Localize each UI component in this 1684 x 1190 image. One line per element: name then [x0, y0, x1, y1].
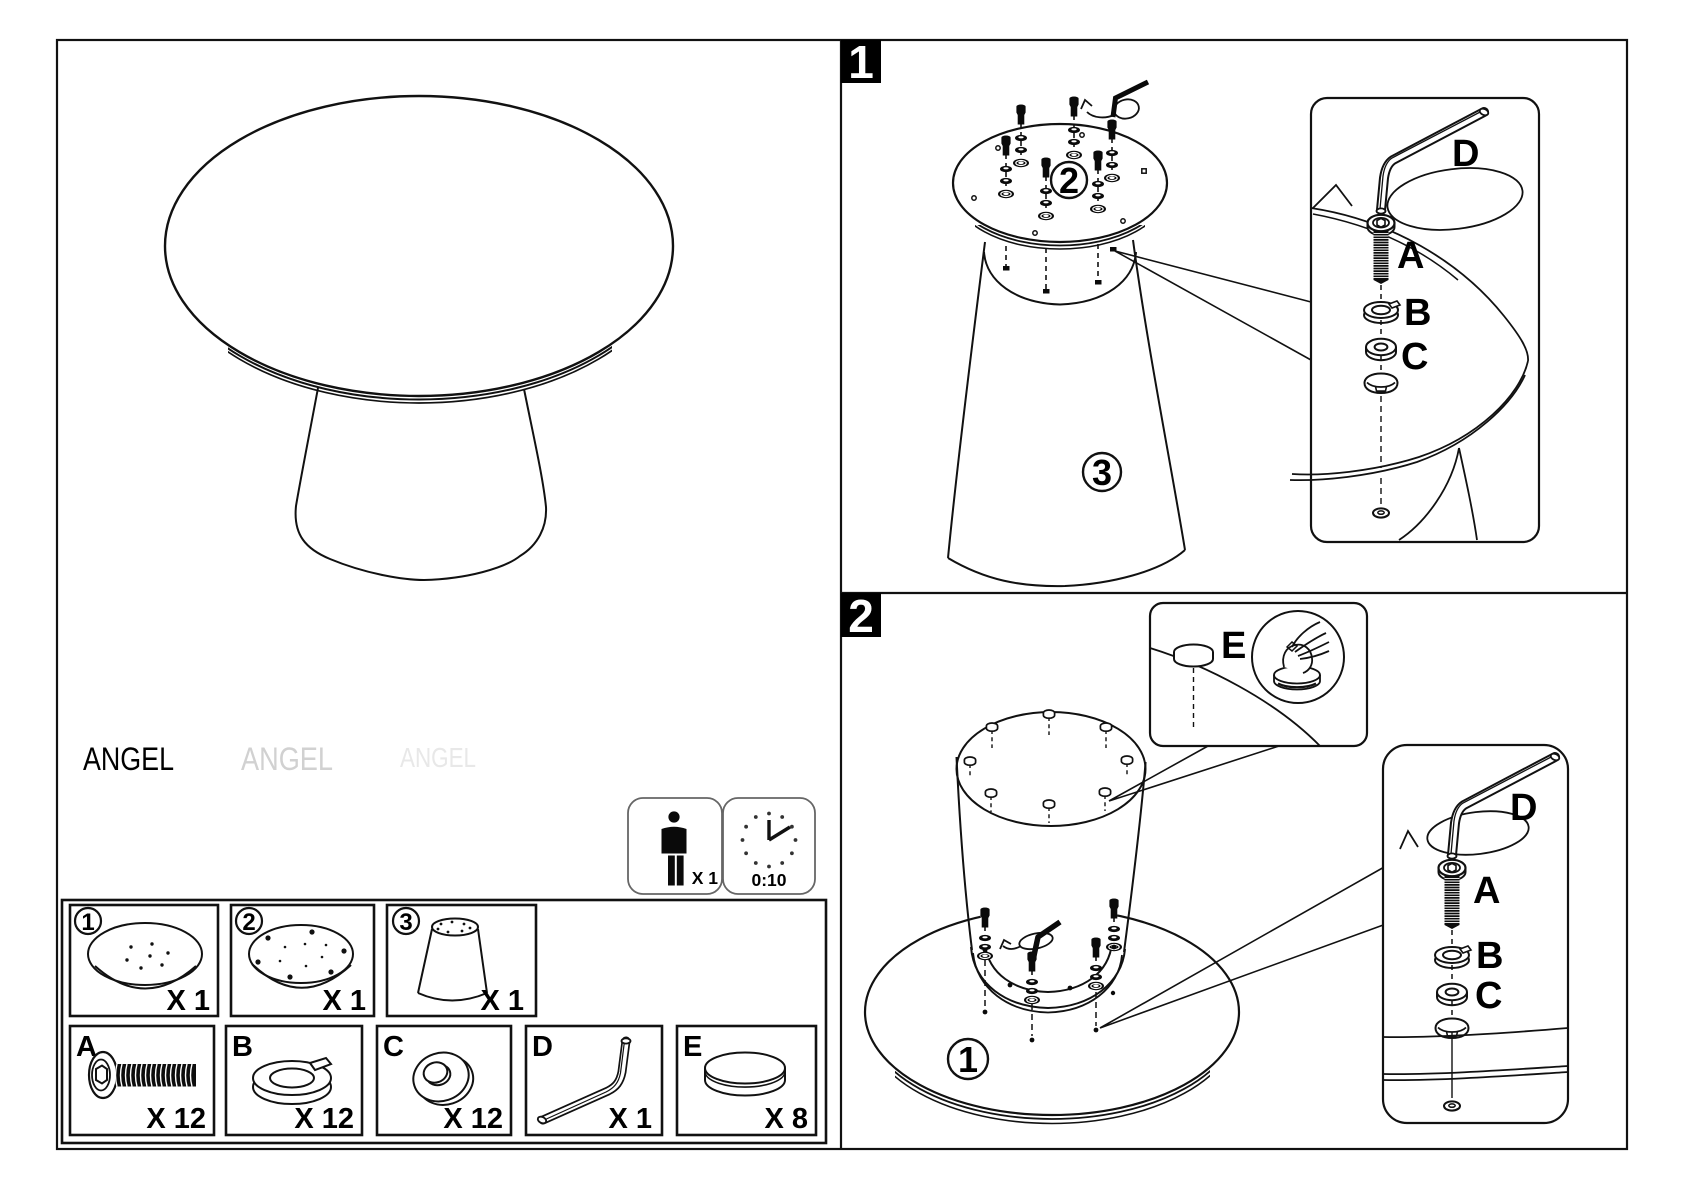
- svg-text:X 8: X 8: [764, 1103, 808, 1135]
- svg-text:X 1: X 1: [608, 1103, 652, 1135]
- svg-text:D: D: [1452, 133, 1479, 175]
- svg-text:2: 2: [848, 590, 874, 642]
- svg-text:C: C: [1475, 975, 1502, 1017]
- svg-text:X 1: X 1: [692, 868, 719, 888]
- svg-text:3: 3: [1092, 452, 1112, 493]
- svg-text:E: E: [1221, 625, 1246, 667]
- svg-text:ANGEL: ANGEL: [83, 741, 174, 777]
- svg-text:A: A: [1397, 235, 1424, 277]
- svg-text:B: B: [1476, 935, 1503, 977]
- svg-text:X 1: X 1: [322, 985, 366, 1017]
- svg-text:X 1: X 1: [166, 985, 210, 1017]
- svg-text:C: C: [383, 1031, 404, 1063]
- svg-text:A: A: [76, 1031, 97, 1063]
- svg-text:1: 1: [848, 36, 874, 88]
- svg-text:E: E: [683, 1031, 702, 1063]
- svg-text:2: 2: [242, 909, 255, 936]
- svg-text:D: D: [532, 1031, 553, 1063]
- svg-text:0:10: 0:10: [751, 870, 786, 890]
- svg-text:2: 2: [1059, 160, 1079, 201]
- svg-text:ANGEL: ANGEL: [400, 742, 476, 773]
- svg-text:D: D: [1510, 787, 1537, 829]
- svg-text:X 1: X 1: [480, 985, 524, 1017]
- svg-text:X 12: X 12: [443, 1103, 503, 1135]
- svg-text:X 12: X 12: [146, 1103, 206, 1135]
- svg-text:C: C: [1401, 336, 1428, 378]
- svg-text:1: 1: [81, 909, 94, 936]
- svg-text:3: 3: [399, 909, 412, 936]
- svg-text:B: B: [1404, 292, 1431, 334]
- svg-text:A: A: [1473, 870, 1500, 912]
- svg-text:B: B: [232, 1031, 253, 1063]
- svg-text:1: 1: [958, 1039, 978, 1080]
- svg-text:X 12: X 12: [294, 1103, 354, 1135]
- svg-text:ANGEL: ANGEL: [241, 741, 333, 777]
